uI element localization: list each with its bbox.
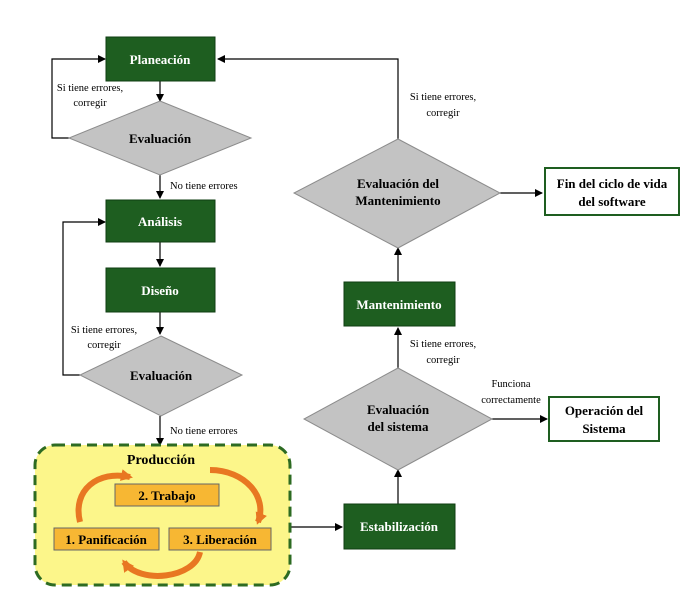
analisis-box: Análisis	[105, 199, 216, 243]
eval-mant-label-1: Evaluación del	[357, 176, 439, 191]
evaluacion-diamond-2: Evaluación	[78, 335, 244, 417]
mantenimiento-box: Mantenimiento	[343, 281, 456, 327]
note-errors-mant-line2: corregir	[426, 108, 460, 119]
note-funciona-line2: correctamente	[481, 395, 541, 406]
cycle-arrow-right	[209, 467, 267, 525]
evaluacion-1-label: Evaluación	[129, 131, 192, 146]
note-errors-sys-line1: Si tiene errores,	[410, 339, 476, 350]
trabajo-label: 2. Trabajo	[138, 488, 195, 503]
fin-label-2: del software	[578, 194, 646, 209]
connectors	[51, 55, 548, 531]
planeacion-box: Planeación	[105, 36, 216, 82]
estabilizacion-label: Estabilización	[360, 519, 439, 534]
diseno-label: Diseño	[141, 283, 179, 298]
diseno-box: Diseño	[105, 267, 216, 313]
note-no-errors-1: No tiene errores	[170, 181, 238, 192]
mantenimiento-label: Mantenimiento	[356, 297, 441, 312]
fin-label-1: Fin del ciclo de vida	[557, 176, 668, 191]
note-errors-2-line2: corregir	[87, 340, 121, 351]
note-errors-mant-line1: Si tiene errores,	[410, 92, 476, 103]
evaluacion-2-label: Evaluación	[130, 368, 193, 383]
note-errors-1-line1: Si tiene errores,	[57, 83, 123, 94]
operacion-label-2: Sistema	[582, 421, 626, 436]
operacion-box: Operación del Sistema	[548, 396, 660, 442]
analisis-label: Análisis	[138, 214, 182, 229]
loop-evaluacion2-to-analisis	[62, 218, 106, 376]
evaluacion-diamond-1: Evaluación	[67, 100, 253, 176]
evaluacion-mantenimiento-diamond: Evaluación del Mantenimiento	[292, 138, 502, 249]
produccion-group: Producción 2. Trabajo 1. Panificación 3.…	[33, 443, 292, 587]
loop-evaluacion-to-planeacion	[51, 55, 106, 139]
liberacion-box: 3. Liberación	[168, 527, 272, 551]
note-errors-1-line2: corregir	[73, 98, 107, 109]
operacion-label-1: Operación del	[565, 403, 644, 418]
planificacion-box: 1. Panificación	[53, 527, 160, 551]
note-no-errors-2: No tiene errores	[170, 426, 238, 437]
eval-sistema-label-2: del sistema	[367, 419, 429, 434]
cycle-arrow-bottom	[121, 550, 203, 579]
planeacion-label: Planeación	[130, 52, 191, 67]
produccion-title: Producción	[127, 453, 195, 468]
note-errors-sys-line2: corregir	[426, 355, 460, 366]
loop-evalmant-to-planeacion	[217, 55, 399, 139]
note-errors-2-line1: Si tiene errores,	[71, 325, 137, 336]
note-funciona-line1: Funciona	[491, 379, 530, 390]
evaluacion-sistema-diamond: Evaluación del sistema	[302, 367, 494, 471]
estabilizacion-box: Estabilización	[343, 503, 456, 550]
eval-mant-label-2: Mantenimiento	[355, 193, 440, 208]
cycle-arrow-top-left	[75, 469, 133, 523]
trabajo-box: 2. Trabajo	[114, 483, 220, 507]
fin-ciclo-box: Fin del ciclo de vida del software	[544, 167, 680, 216]
liberacion-label: 3. Liberación	[183, 532, 257, 547]
eval-sistema-label-1: Evaluación	[367, 402, 430, 417]
planificacion-label: 1. Panificación	[65, 532, 147, 547]
